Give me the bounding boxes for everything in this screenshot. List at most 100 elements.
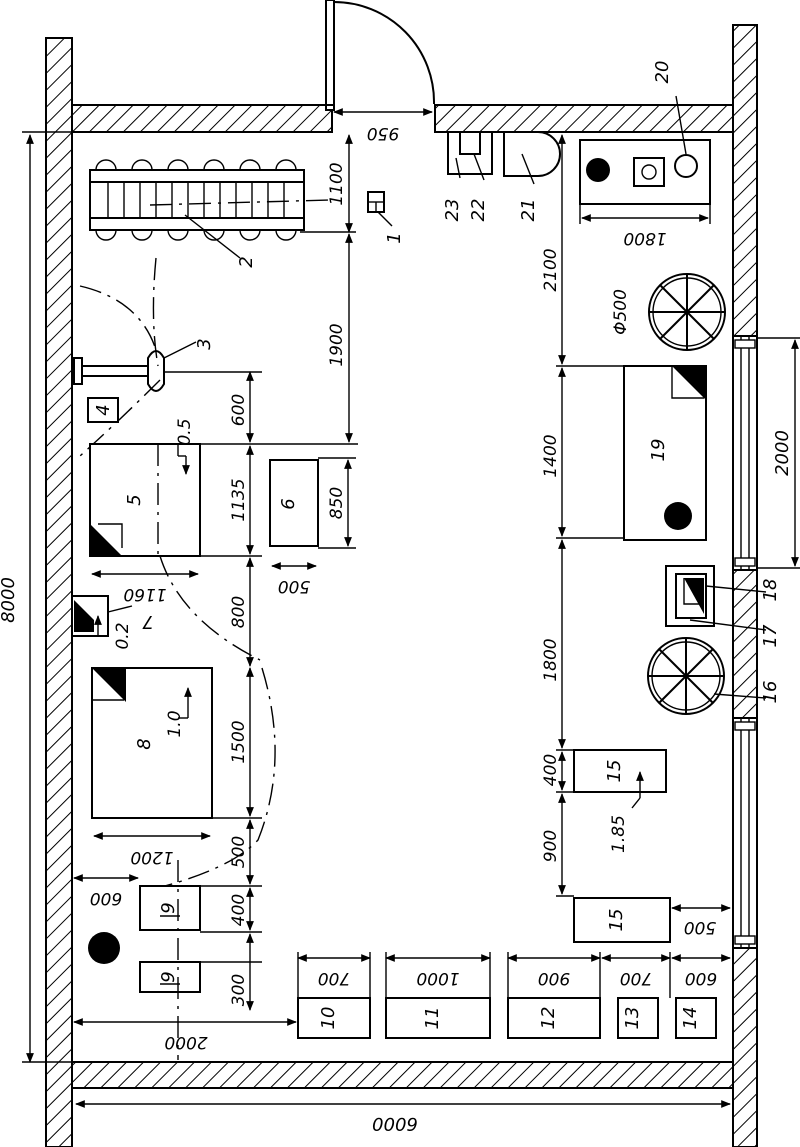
- item-4-label: 4: [93, 404, 114, 415]
- dim-900-r: 900: [541, 830, 561, 862]
- window-dimension: 2000: [757, 337, 800, 569]
- fan-lower-item-16: 16: [647, 637, 781, 715]
- dim-600-14: 600: [685, 968, 717, 988]
- dim-800-group: 800: [229, 557, 254, 667]
- item-12-cabinet: 12 900: [507, 952, 601, 1039]
- dim-2100: 2100: [541, 248, 561, 291]
- item-20-stove: 20 1800: [579, 61, 711, 248]
- item-5-table: 5 0.5 1160 1135: [89, 418, 262, 604]
- item-20-label: 20: [652, 61, 673, 84]
- dim-2000-bottom-group: 2000: [73, 1018, 297, 1052]
- dim-600: 600: [229, 394, 249, 426]
- top-wall-left: [71, 104, 333, 133]
- window-width-label: 2000: [772, 430, 793, 476]
- item-2-rack: 2: [89, 159, 331, 268]
- dim-1400: 1400: [541, 434, 561, 477]
- item-5-label: 5: [124, 494, 145, 505]
- item-15-height: 1.85: [609, 815, 629, 853]
- window-lower: [732, 717, 758, 949]
- item-19-stove: 19: [623, 365, 707, 541]
- dim-500-b: 500: [229, 836, 249, 868]
- dim-1000-11: 1000: [416, 968, 459, 988]
- item-14-label: 14: [680, 1007, 701, 1030]
- dim-300-b: 300: [229, 974, 249, 1006]
- item-8-height: 1.0: [165, 710, 185, 737]
- item-15b-label: 15: [606, 909, 627, 932]
- item-17-label: 17: [760, 624, 781, 647]
- length-label: 8000: [0, 577, 19, 623]
- item-10-cabinet: 10 700: [297, 952, 371, 1039]
- dim-700-13: 700: [620, 968, 652, 988]
- dim-500-r: 500: [684, 917, 716, 937]
- dim-400-b: 400: [229, 894, 249, 926]
- left-column-dimensions: 1100 1900 600: [90, 134, 358, 445]
- fan-diameter-label: Φ500: [611, 289, 631, 335]
- item-23-fixture: 23: [442, 131, 493, 222]
- dim-1160: 1160: [123, 584, 166, 604]
- item-8-table: 8 1.0 1200 1500: [91, 667, 276, 891]
- item-21-washbasin: 21: [503, 131, 561, 222]
- item-3-lamp: 3: [73, 257, 215, 457]
- item-7-switch: 0.2 7: [71, 555, 261, 661]
- window-upper: [732, 335, 758, 571]
- dim-700-10: 700: [318, 968, 350, 988]
- door-width-label: 950: [367, 123, 399, 143]
- left-wall: [45, 37, 73, 1147]
- item-15-lower: 15 500: [573, 897, 731, 943]
- width-label: 6000: [372, 1113, 418, 1134]
- item-11-cabinet: 11 1000: [385, 952, 491, 1039]
- item-4-box: 4: [87, 397, 119, 423]
- dim-1800-r: 1800: [541, 638, 561, 681]
- dim-500-item6: 500: [278, 576, 310, 596]
- dim-600-left: 600: [90, 888, 122, 908]
- item-6-label: 6: [278, 498, 299, 509]
- entrance-door: [325, 0, 436, 111]
- item-21-label: 21: [518, 199, 539, 222]
- dim-850: 850: [327, 487, 347, 519]
- item-22-fixture: 22: [468, 153, 489, 222]
- item-15-upper: 15 1.85: [573, 749, 667, 853]
- item-13-label: 13: [622, 1007, 643, 1030]
- item-11-label: 11: [422, 1007, 443, 1030]
- item-6-box: 6 850 500: [269, 457, 356, 596]
- item-16-label: 16: [760, 681, 781, 704]
- dim-800: 800: [229, 596, 249, 628]
- item-14-cabinet: 14 600: [671, 954, 731, 1039]
- item-9-chair-upper: 9: [139, 885, 201, 931]
- item-3-label: 3: [194, 338, 215, 349]
- bottom-wall: [71, 1061, 734, 1089]
- item-23-label: 23: [442, 199, 463, 222]
- item-17-18-panel: 18 17: [665, 565, 781, 647]
- item-1-label: 1: [384, 232, 405, 243]
- dim-1135: 1135: [229, 478, 249, 521]
- item-9a-label: 9: [158, 902, 179, 913]
- dim-2000-b: 2000: [164, 1032, 207, 1052]
- floor-drain-dot: [88, 932, 120, 964]
- walls: [45, 24, 758, 1147]
- item-9-chair-lower: 9: [139, 961, 201, 993]
- item-7-label: 7: [142, 611, 154, 632]
- door-dimension: 950: [333, 108, 433, 143]
- item-13-cabinet: 13 700: [601, 952, 671, 1039]
- dim-1100: 1100: [327, 162, 347, 205]
- dim-400-r: 400: [541, 754, 561, 786]
- item-1-sink: 1: [367, 191, 405, 244]
- right-column-dimensions: 2100 1400 1800 400 900: [541, 134, 626, 897]
- item-12-label: 12: [538, 1007, 559, 1030]
- item-22-label: 22: [468, 199, 489, 222]
- dim-1200: 1200: [130, 847, 173, 867]
- dim-900-12: 900: [538, 968, 570, 988]
- item-2-label: 2: [236, 256, 257, 267]
- item-8-label: 8: [134, 738, 155, 749]
- right-wall-top: [732, 24, 758, 337]
- overall-length-dimension: 8000: [0, 131, 72, 1063]
- item-9b-label: 9: [158, 971, 179, 982]
- right-wall-bottom: [732, 947, 758, 1147]
- item-5-height: 0.5: [175, 418, 195, 445]
- dim-1900: 1900: [327, 323, 347, 366]
- item-10-label: 10: [318, 1007, 339, 1030]
- item-19-label: 19: [648, 439, 669, 462]
- item-18-label: 18: [760, 579, 781, 602]
- item-15a-label: 15: [604, 760, 625, 783]
